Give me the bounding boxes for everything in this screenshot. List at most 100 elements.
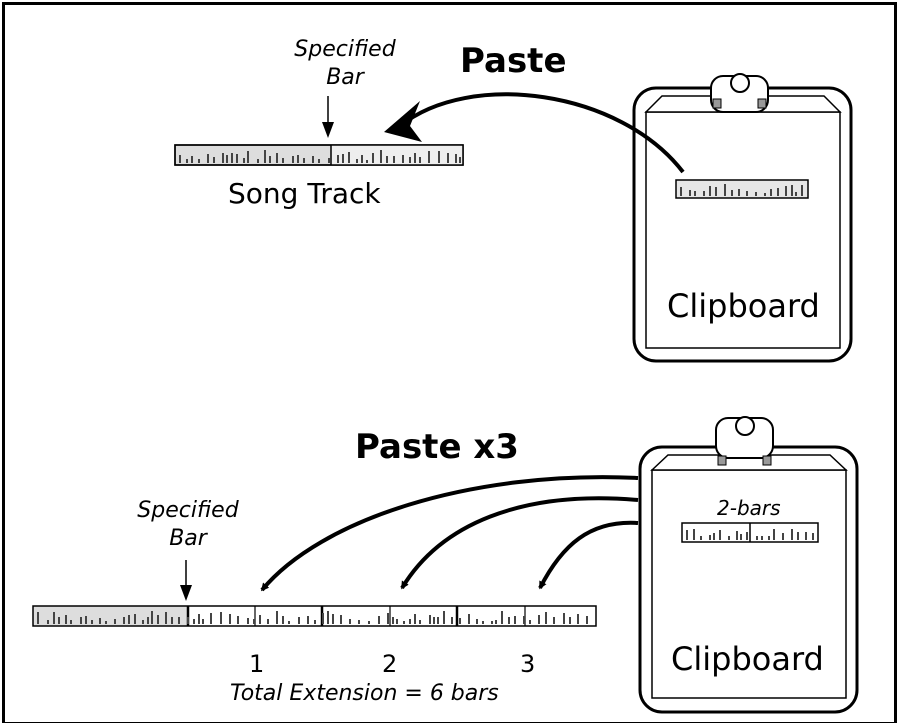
tick-mark: [229, 614, 231, 624]
tick-mark: [785, 186, 787, 196]
tick-mark: [276, 153, 278, 163]
tick-mark: [179, 155, 181, 163]
tick-mark: [764, 193, 766, 196]
paste-arrow-3: [538, 520, 639, 590]
tick-mark: [80, 617, 82, 624]
tick-mark: [805, 532, 807, 540]
tick-mark: [312, 156, 314, 163]
tick-mark: [342, 154, 344, 163]
tick-mark: [438, 151, 440, 163]
tick-mark: [226, 155, 228, 163]
tick-mark: [476, 619, 478, 624]
paste-arrow-1: [260, 475, 639, 592]
tick-mark: [689, 190, 691, 196]
tick-mark: [538, 615, 540, 624]
bottom-marker-label: Specified Bar: [130, 497, 246, 553]
tick-mark: [314, 620, 316, 624]
tick-mark: [198, 614, 200, 624]
tick-mark: [210, 613, 212, 624]
tick-mark: [495, 620, 497, 624]
tick-mark: [65, 615, 67, 624]
tick-mark: [770, 189, 772, 196]
top-clipboard: [632, 73, 853, 363]
tick-mark: [340, 615, 342, 624]
tick-mark: [393, 156, 395, 163]
tick-mark: [213, 157, 215, 163]
tick-mark: [724, 184, 726, 196]
tick-mark: [746, 532, 748, 540]
tick-mark: [795, 192, 797, 196]
tick-mark: [433, 617, 435, 624]
tick-mark: [318, 159, 320, 163]
tick-mark: [402, 155, 404, 163]
tick-mark: [761, 536, 763, 540]
tick-mark: [508, 617, 510, 624]
tick-mark: [349, 619, 351, 624]
tick-mark: [709, 535, 711, 540]
tick-mark: [491, 621, 493, 624]
tick-mark: [123, 617, 125, 624]
tick-mark: [812, 533, 814, 540]
tick-mark: [114, 619, 116, 624]
tick-mark: [740, 534, 742, 540]
tick-mark: [85, 616, 87, 624]
tick-mark: [58, 617, 60, 624]
tick-mark: [165, 612, 167, 624]
tick-mark: [307, 616, 309, 624]
tick-mark: [569, 617, 571, 624]
tick-mark: [468, 614, 470, 624]
tick-mark: [356, 159, 358, 163]
tick-mark: [276, 611, 278, 624]
tick-mark: [151, 611, 153, 624]
tick-mark: [686, 530, 688, 540]
tick-mark: [292, 156, 294, 163]
tick-mark: [409, 619, 411, 624]
tick-mark: [736, 531, 738, 540]
tick-mark: [368, 621, 370, 624]
tick-mark: [47, 620, 49, 624]
tick-mark: [731, 190, 733, 196]
bottom-clipboard: [638, 416, 859, 714]
tick-mark: [380, 150, 382, 163]
tick-mark: [298, 617, 300, 624]
tick-mark: [134, 614, 136, 624]
tick-mark: [482, 621, 484, 624]
tick-mark: [777, 188, 779, 196]
tick-mark: [392, 617, 394, 624]
top-paste-arrow: [398, 92, 685, 174]
tick-mark: [142, 620, 144, 624]
tick-mark: [37, 612, 39, 624]
tick-mark: [366, 160, 368, 163]
tick-mark: [53, 612, 55, 624]
tick-mark: [703, 191, 705, 196]
tick-mark: [801, 185, 803, 196]
tick-mark: [91, 620, 93, 624]
tick-mark: [428, 151, 430, 163]
tick-mark: [728, 536, 730, 540]
tick-mark: [700, 536, 702, 540]
top-paste-arrowhead: [384, 101, 422, 142]
bottom-clip-content-label: 2-bars: [717, 496, 781, 520]
tick-mark: [746, 191, 748, 196]
tick-mark: [738, 189, 740, 196]
tick-mark: [337, 155, 339, 163]
tick-mark: [282, 158, 284, 163]
tick-mark: [680, 187, 682, 196]
tick-mark: [791, 185, 793, 196]
top-marker-label: Specified Bar: [292, 36, 398, 92]
tick-mark: [186, 159, 188, 163]
top-clipboard-label: Clipboard: [667, 287, 820, 325]
tick-mark: [755, 192, 757, 196]
bottom-marker-arrowhead: [180, 585, 192, 601]
tick-mark: [99, 618, 101, 624]
tick-mark: [577, 614, 579, 624]
tick-mark: [220, 612, 222, 624]
tick-mark: [171, 617, 173, 624]
tick-mark: [447, 153, 449, 163]
tick-mark: [70, 620, 72, 624]
tick-mark: [514, 616, 516, 624]
bottom-clipboard-clip-ticks: [686, 529, 814, 540]
bottom-marker-label-line2: Bar: [169, 526, 207, 551]
tick-mark: [247, 618, 249, 624]
